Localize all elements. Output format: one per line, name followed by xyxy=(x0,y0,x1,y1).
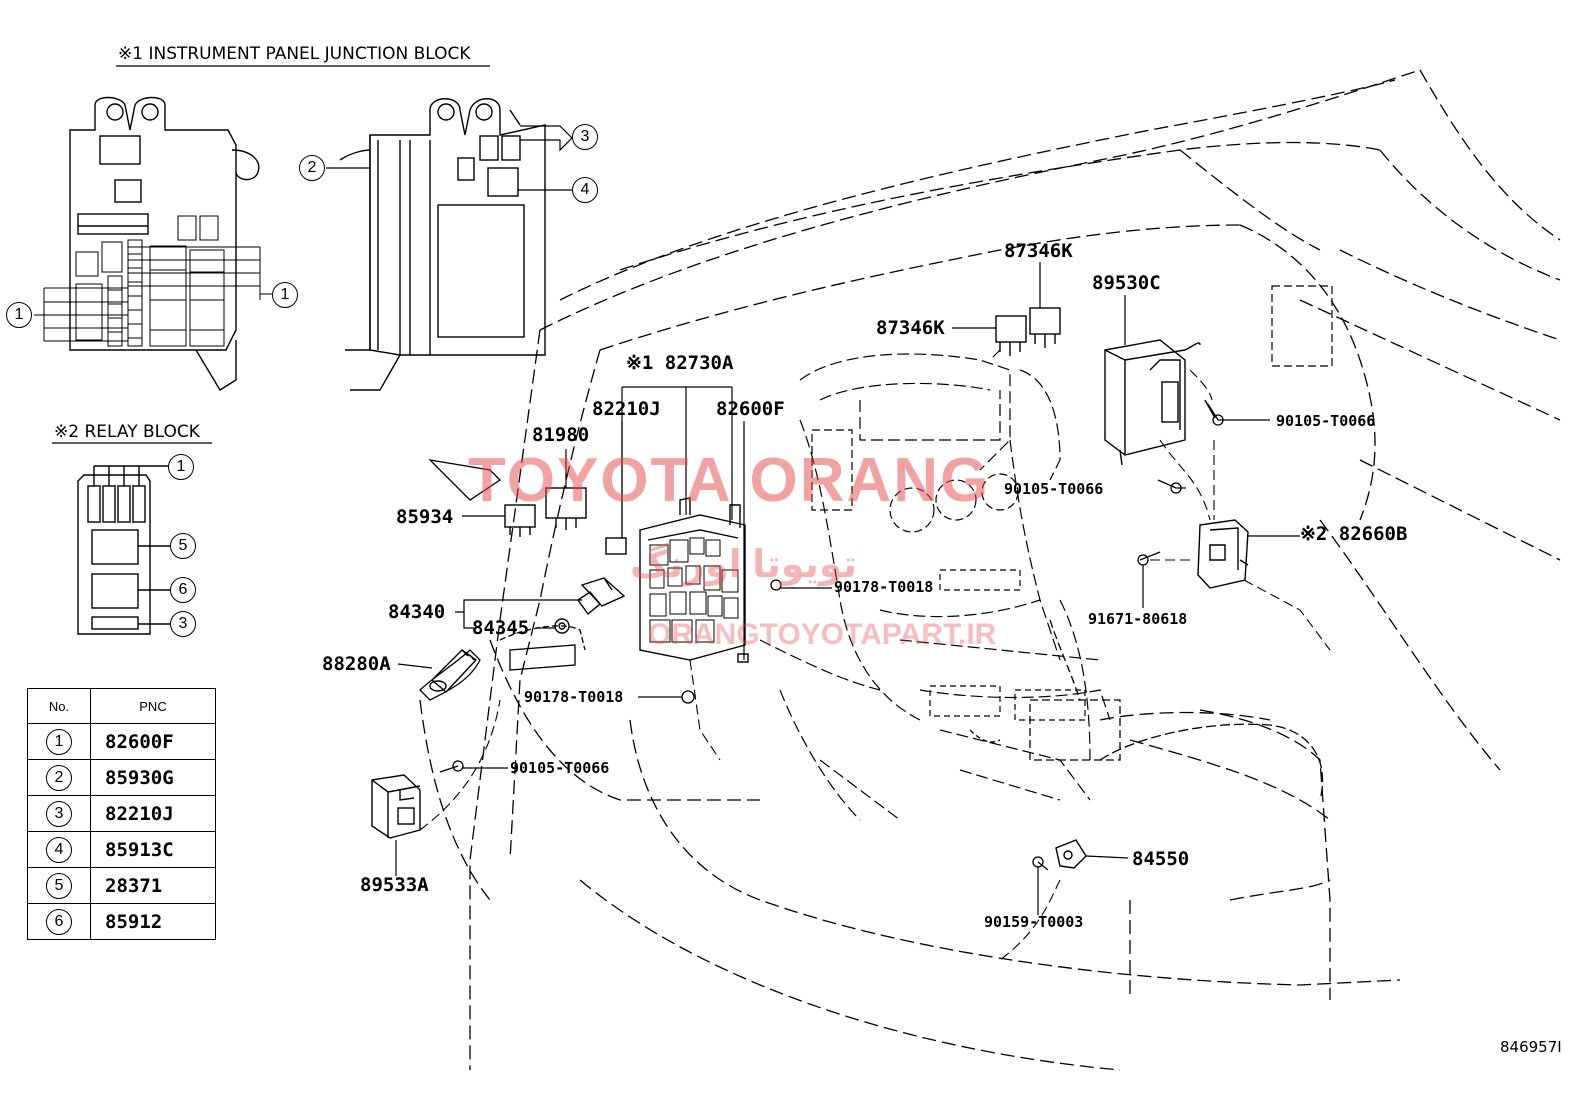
row-pnc[interactable]: 82210J xyxy=(90,795,216,832)
row-number: 3 xyxy=(46,800,72,827)
callout-jb-right-1: 1 xyxy=(272,282,298,308)
callout-jb-2: 2 xyxy=(299,155,325,181)
row-number: 4 xyxy=(46,836,72,863)
label-84345[interactable]: 84345 xyxy=(472,617,530,639)
watermark-url: ORANGTOYOTAPART.IR xyxy=(648,618,997,651)
row-pnc[interactable]: 85930G xyxy=(90,759,216,796)
label-84340[interactable]: 84340 xyxy=(388,601,446,623)
relay-85934 xyxy=(504,504,536,537)
label-90178-upper[interactable]: 90178-T0018 xyxy=(834,578,934,596)
table-row: 3 82210J xyxy=(27,795,216,832)
row-number: 6 xyxy=(46,908,72,935)
row-pnc[interactable]: 85913C xyxy=(90,831,216,868)
label-89533a[interactable]: 89533A xyxy=(360,874,429,896)
ecu-89533a xyxy=(371,774,421,839)
pnc-table-header: No. PNC xyxy=(27,688,216,724)
bolt-91671 xyxy=(1137,551,1161,566)
relay-87346k-b xyxy=(1029,307,1061,348)
label-90105-low[interactable]: 90105-T0066 xyxy=(510,759,610,777)
label-82660b[interactable]: ※2 82660B xyxy=(1300,523,1408,545)
sensor-88280a xyxy=(429,649,478,693)
table-row: 1 82600F xyxy=(27,723,216,760)
relay-87346k-a xyxy=(995,315,1027,356)
bolt-90105-c xyxy=(439,760,464,773)
relay-block-title: ※2 RELAY BLOCK xyxy=(54,422,200,442)
bracket-84550 xyxy=(1055,839,1087,869)
ecu-89530c xyxy=(1104,339,1216,466)
label-85934[interactable]: 85934 xyxy=(396,506,454,528)
label-90105-mid[interactable]: 90105-T0066 xyxy=(1004,480,1104,498)
row-pnc[interactable]: 28371 xyxy=(90,867,216,904)
callout-jb-3: 3 xyxy=(572,124,598,150)
label-91671[interactable]: 91671-80618 xyxy=(1088,610,1188,628)
bolt-90159 xyxy=(1032,856,1049,871)
leader-lines xyxy=(395,262,1300,915)
label-90159[interactable]: 90159-T0003 xyxy=(984,913,1084,931)
vents xyxy=(811,285,1333,721)
junction-block-title: ※1 INSTRUMENT PANEL JUNCTION BLOCK xyxy=(118,44,471,64)
nut-90178-b xyxy=(681,690,695,704)
pnc-table: No. PNC 1 82600F 2 85930G 3 82210J 4 859… xyxy=(27,688,216,940)
callout-jb-4: 4 xyxy=(572,177,598,203)
switch-84340 xyxy=(577,577,626,616)
bolt-90105-b xyxy=(1157,479,1182,494)
callout-rb-3: 3 xyxy=(170,611,196,637)
watermark-arabic: تویوتا اورنگ xyxy=(630,544,857,586)
callout-jb-left-1: 1 xyxy=(6,302,32,328)
relay-block-detail xyxy=(77,465,170,635)
jb-callout-lines xyxy=(326,125,573,191)
bolt-90105-a xyxy=(1207,403,1224,426)
callout-rb-1: 1 xyxy=(168,454,194,480)
label-88280a[interactable]: 88280A xyxy=(322,653,391,675)
callout-rb-5: 5 xyxy=(170,533,196,559)
fuse-82210j xyxy=(605,537,627,555)
row-number: 1 xyxy=(46,728,72,755)
label-89530c[interactable]: 89530C xyxy=(1092,272,1161,294)
dashed-leaders xyxy=(419,349,1331,961)
row-number: 5 xyxy=(46,872,72,899)
dashboard-outline xyxy=(419,69,1561,1071)
row-pnc[interactable]: 85912 xyxy=(90,903,216,940)
nut-90178-a xyxy=(770,579,782,591)
jb-front-view xyxy=(34,96,272,391)
table-row: 6 85912 xyxy=(27,903,216,940)
label-87346k-left[interactable]: 87346K xyxy=(876,317,945,339)
watermark-main: TOYOTA ORANG xyxy=(468,446,991,515)
label-81980[interactable]: 81980 xyxy=(532,424,590,446)
label-87346k-top[interactable]: 87346K xyxy=(1004,240,1073,262)
table-row: 2 85930G xyxy=(27,759,216,796)
gear-shifter xyxy=(969,619,1324,801)
label-84550[interactable]: 84550 xyxy=(1132,848,1190,870)
label-82600f[interactable]: 82600F xyxy=(716,398,785,420)
table-row: 5 28371 xyxy=(27,867,216,904)
relay-block-82660b xyxy=(1197,519,1249,589)
center-console xyxy=(759,353,1111,821)
label-82210j[interactable]: 82210J xyxy=(592,398,661,420)
row-number: 2 xyxy=(46,764,72,791)
diagram-id: 846957I xyxy=(1500,1038,1562,1056)
junction-block-82730a xyxy=(639,497,749,663)
table-row: 4 85913C xyxy=(27,831,216,868)
label-90178-lower[interactable]: 90178-T0018 xyxy=(524,688,624,706)
header-pnc: PNC xyxy=(90,688,216,724)
label-82730a[interactable]: ※1 82730A xyxy=(626,352,734,374)
label-90105-right[interactable]: 90105-T0066 xyxy=(1276,412,1376,430)
callout-rb-6: 6 xyxy=(170,577,196,603)
header-no: No. xyxy=(27,688,91,724)
row-pnc[interactable]: 82600F xyxy=(90,723,216,760)
jb-rear-view xyxy=(339,98,546,391)
switch-84345 xyxy=(554,618,570,634)
